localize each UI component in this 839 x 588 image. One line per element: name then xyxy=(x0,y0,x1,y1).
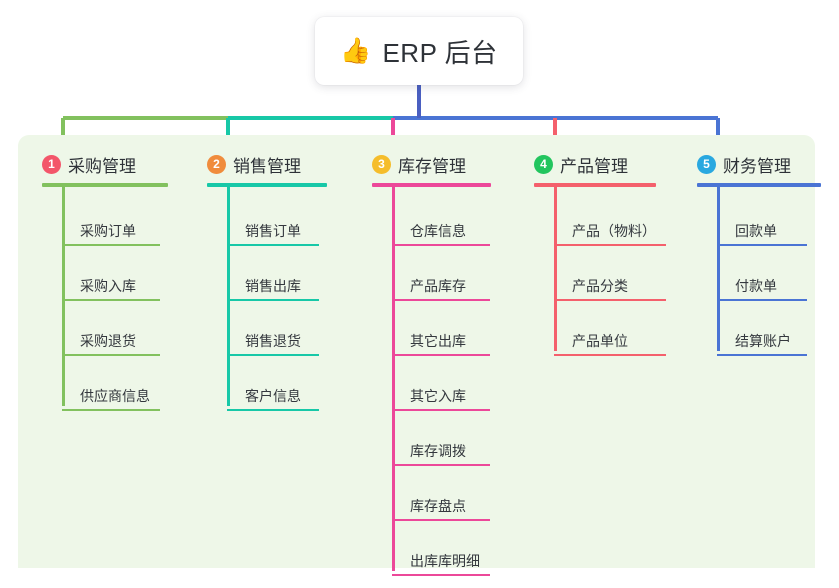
branch-header-rule xyxy=(372,183,491,187)
branch-item[interactable]: 库存调拨 xyxy=(392,420,490,466)
branch-column-5: 5 财务管理回款单付款单结算账户 xyxy=(693,147,821,356)
branch-item-label: 回款单 xyxy=(735,223,777,239)
branch-title: 销售管理 xyxy=(233,156,301,176)
branch-item-rule xyxy=(717,299,807,301)
branch-spine xyxy=(554,187,557,351)
branches-panel xyxy=(18,135,815,568)
branch-item-label: 采购订单 xyxy=(80,223,136,239)
branch-item-label: 销售退货 xyxy=(245,333,301,349)
branch-item-label: 仓库信息 xyxy=(410,223,466,239)
branch-item-rule xyxy=(392,354,490,356)
branch-title: 产品管理 xyxy=(560,156,628,176)
branch-item[interactable]: 出库库明细 xyxy=(392,530,490,576)
branch-spine xyxy=(392,187,395,571)
branch-item-rule xyxy=(392,299,490,301)
branch-item-rule xyxy=(62,409,160,411)
branch-spine xyxy=(227,187,230,406)
branch-spine xyxy=(62,187,65,406)
branch-item-label: 采购退货 xyxy=(80,333,136,349)
branch-item-label: 库存调拨 xyxy=(410,443,466,459)
branch-item-rule xyxy=(227,409,319,411)
branch-item-rule xyxy=(717,354,807,356)
branch-item-label: 产品库存 xyxy=(410,278,466,294)
branch-item-label: 采购入库 xyxy=(80,278,136,294)
branch-item[interactable]: 结算账户 xyxy=(717,310,807,356)
branch-spine xyxy=(717,187,720,351)
branch-title: 采购管理 xyxy=(68,156,136,176)
branch-item-rule xyxy=(62,299,160,301)
branch-item[interactable]: 客户信息 xyxy=(227,365,319,411)
branch-title: 财务管理 xyxy=(723,156,791,176)
branch-item-rule xyxy=(62,354,160,356)
branch-item-rule xyxy=(62,244,160,246)
branch-item-rule xyxy=(227,299,319,301)
branch-item-rule xyxy=(717,244,807,246)
branch-item-rule xyxy=(227,354,319,356)
branch-column-1: 1 采购管理采购订单采购入库采购退货供应商信息 xyxy=(38,147,168,411)
branch-item[interactable]: 采购入库 xyxy=(62,255,160,301)
branch-number-badge: 3 xyxy=(372,154,391,174)
branch-header-4[interactable]: 4 产品管理 xyxy=(530,147,628,181)
branch-header-rule xyxy=(697,183,821,187)
branch-item[interactable]: 仓库信息 xyxy=(392,200,490,246)
branch-item[interactable]: 产品分类 xyxy=(554,255,666,301)
branch-item-label: 付款单 xyxy=(735,278,777,294)
branch-item-label: 其它入库 xyxy=(410,388,466,404)
branch-item-rule xyxy=(554,244,666,246)
branch-header-3[interactable]: 3 库存管理 xyxy=(368,147,466,181)
branch-number-badge: 2 xyxy=(207,154,226,174)
branch-item-rule xyxy=(392,519,490,521)
thumbs-up-icon: 👍 xyxy=(340,36,372,65)
branch-title: 库存管理 xyxy=(398,156,466,176)
branch-item-rule xyxy=(392,464,490,466)
branch-number-badge: 5 xyxy=(697,154,716,174)
branch-item-label: 产品分类 xyxy=(572,278,628,294)
branch-item-rule xyxy=(227,244,319,246)
root-node[interactable]: 👍 ERP 后台 xyxy=(315,17,523,85)
branch-header-rule xyxy=(42,183,168,187)
branch-item[interactable]: 产品库存 xyxy=(392,255,490,301)
branch-item[interactable]: 供应商信息 xyxy=(62,365,160,411)
branch-item[interactable]: 其它出库 xyxy=(392,310,490,356)
branch-item[interactable]: 销售订单 xyxy=(227,200,319,246)
branch-item[interactable]: 产品单位 xyxy=(554,310,666,356)
branch-item[interactable]: 付款单 xyxy=(717,255,807,301)
branch-item[interactable]: 销售出库 xyxy=(227,255,319,301)
branch-column-2: 2 销售管理销售订单销售出库销售退货客户信息 xyxy=(203,147,327,411)
branch-item-label: 客户信息 xyxy=(245,388,301,404)
branch-item-rule xyxy=(392,409,490,411)
branch-column-4: 4 产品管理产品（物料） 产品分类产品单位 xyxy=(530,147,666,356)
branch-header-1[interactable]: 1 采购管理 xyxy=(38,147,136,181)
branch-item-label: 销售出库 xyxy=(245,278,301,294)
branch-item-rule xyxy=(392,574,490,576)
root-node-label: ERP 后台 xyxy=(382,37,498,68)
branch-column-3: 3 库存管理仓库信息产品库存其它出库其它入库库存调拨库存盘点出库库明细 xyxy=(368,147,491,576)
branch-header-rule xyxy=(534,183,656,187)
branch-item[interactable]: 产品（物料） xyxy=(554,200,666,246)
branch-item-label: 产品（物料） xyxy=(572,223,656,239)
branch-item-label: 结算账户 xyxy=(735,333,791,349)
branch-item-label: 供应商信息 xyxy=(80,388,150,404)
branch-item-label: 库存盘点 xyxy=(410,498,466,514)
branch-header-5[interactable]: 5 财务管理 xyxy=(693,147,791,181)
branch-item[interactable]: 库存盘点 xyxy=(392,475,490,521)
branch-header-2[interactable]: 2 销售管理 xyxy=(203,147,301,181)
branch-header-rule xyxy=(207,183,327,187)
branch-number-badge: 4 xyxy=(534,154,553,174)
branch-item-rule xyxy=(554,299,666,301)
branch-item[interactable]: 销售退货 xyxy=(227,310,319,356)
branch-item-label: 产品单位 xyxy=(572,333,628,349)
branch-item-label: 其它出库 xyxy=(410,333,466,349)
branch-item-label: 出库库明细 xyxy=(410,553,480,569)
branch-item[interactable]: 采购订单 xyxy=(62,200,160,246)
branch-item[interactable]: 回款单 xyxy=(717,200,807,246)
branch-number-badge: 1 xyxy=(42,154,61,174)
branch-item-label: 销售订单 xyxy=(245,223,301,239)
branch-item[interactable]: 采购退货 xyxy=(62,310,160,356)
branch-item-rule xyxy=(392,244,490,246)
branch-item-rule xyxy=(554,354,666,356)
branch-item[interactable]: 其它入库 xyxy=(392,365,490,411)
